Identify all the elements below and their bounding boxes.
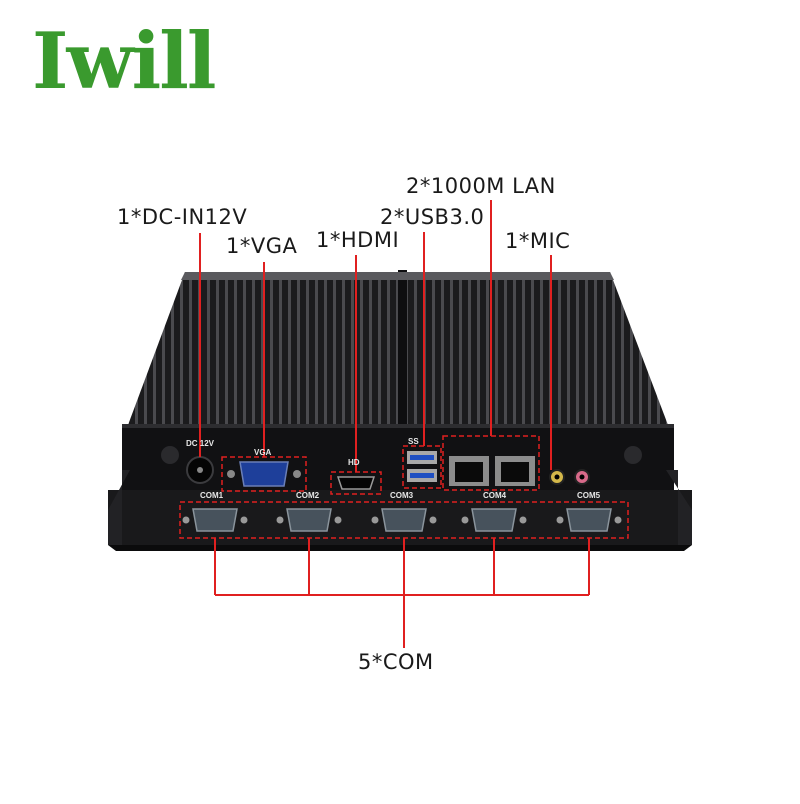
- heatsink: [128, 270, 668, 428]
- com-port: [276, 508, 342, 532]
- usb-ports: [402, 445, 442, 489]
- com-ports: [182, 508, 622, 532]
- panel-label-hdmi: HD: [348, 458, 360, 467]
- callout-hdmi: 1*HDMI: [316, 228, 400, 252]
- callout-vga: 1*VGA: [226, 234, 298, 258]
- com-port: [371, 508, 437, 532]
- panel-label-com2: COM2: [296, 491, 320, 500]
- callout-dc: 1*DC-IN12V: [117, 205, 248, 229]
- callout-mic: 1*MIC: [505, 229, 571, 253]
- com-port: [182, 508, 248, 532]
- callout-usb: 2*USB3.0: [380, 205, 485, 229]
- panel-label-com1: COM1: [200, 491, 224, 500]
- antenna-left-icon: [161, 446, 179, 464]
- lan-ports: [442, 435, 540, 491]
- panel-label-dc: DC 12V: [186, 439, 215, 448]
- panel-label-com3: COM3: [390, 491, 414, 500]
- panel-label-com5: COM5: [577, 491, 601, 500]
- com-port: [461, 508, 527, 532]
- hdmi-port: [330, 471, 382, 495]
- dc-jack: [186, 456, 214, 484]
- panel-label-vga: VGA: [254, 448, 272, 457]
- brand-logo: Iwill: [32, 16, 217, 107]
- audio-jacks: [549, 469, 590, 485]
- antenna-right-icon: [624, 446, 642, 464]
- panel-label-usb: SS: [408, 437, 419, 446]
- callout-com: 5*COM: [358, 650, 434, 674]
- callout-lines: [199, 200, 590, 648]
- panel-label-com4: COM4: [483, 491, 507, 500]
- com-port: [556, 508, 622, 532]
- callout-lan: 2*1000M LAN: [406, 174, 556, 198]
